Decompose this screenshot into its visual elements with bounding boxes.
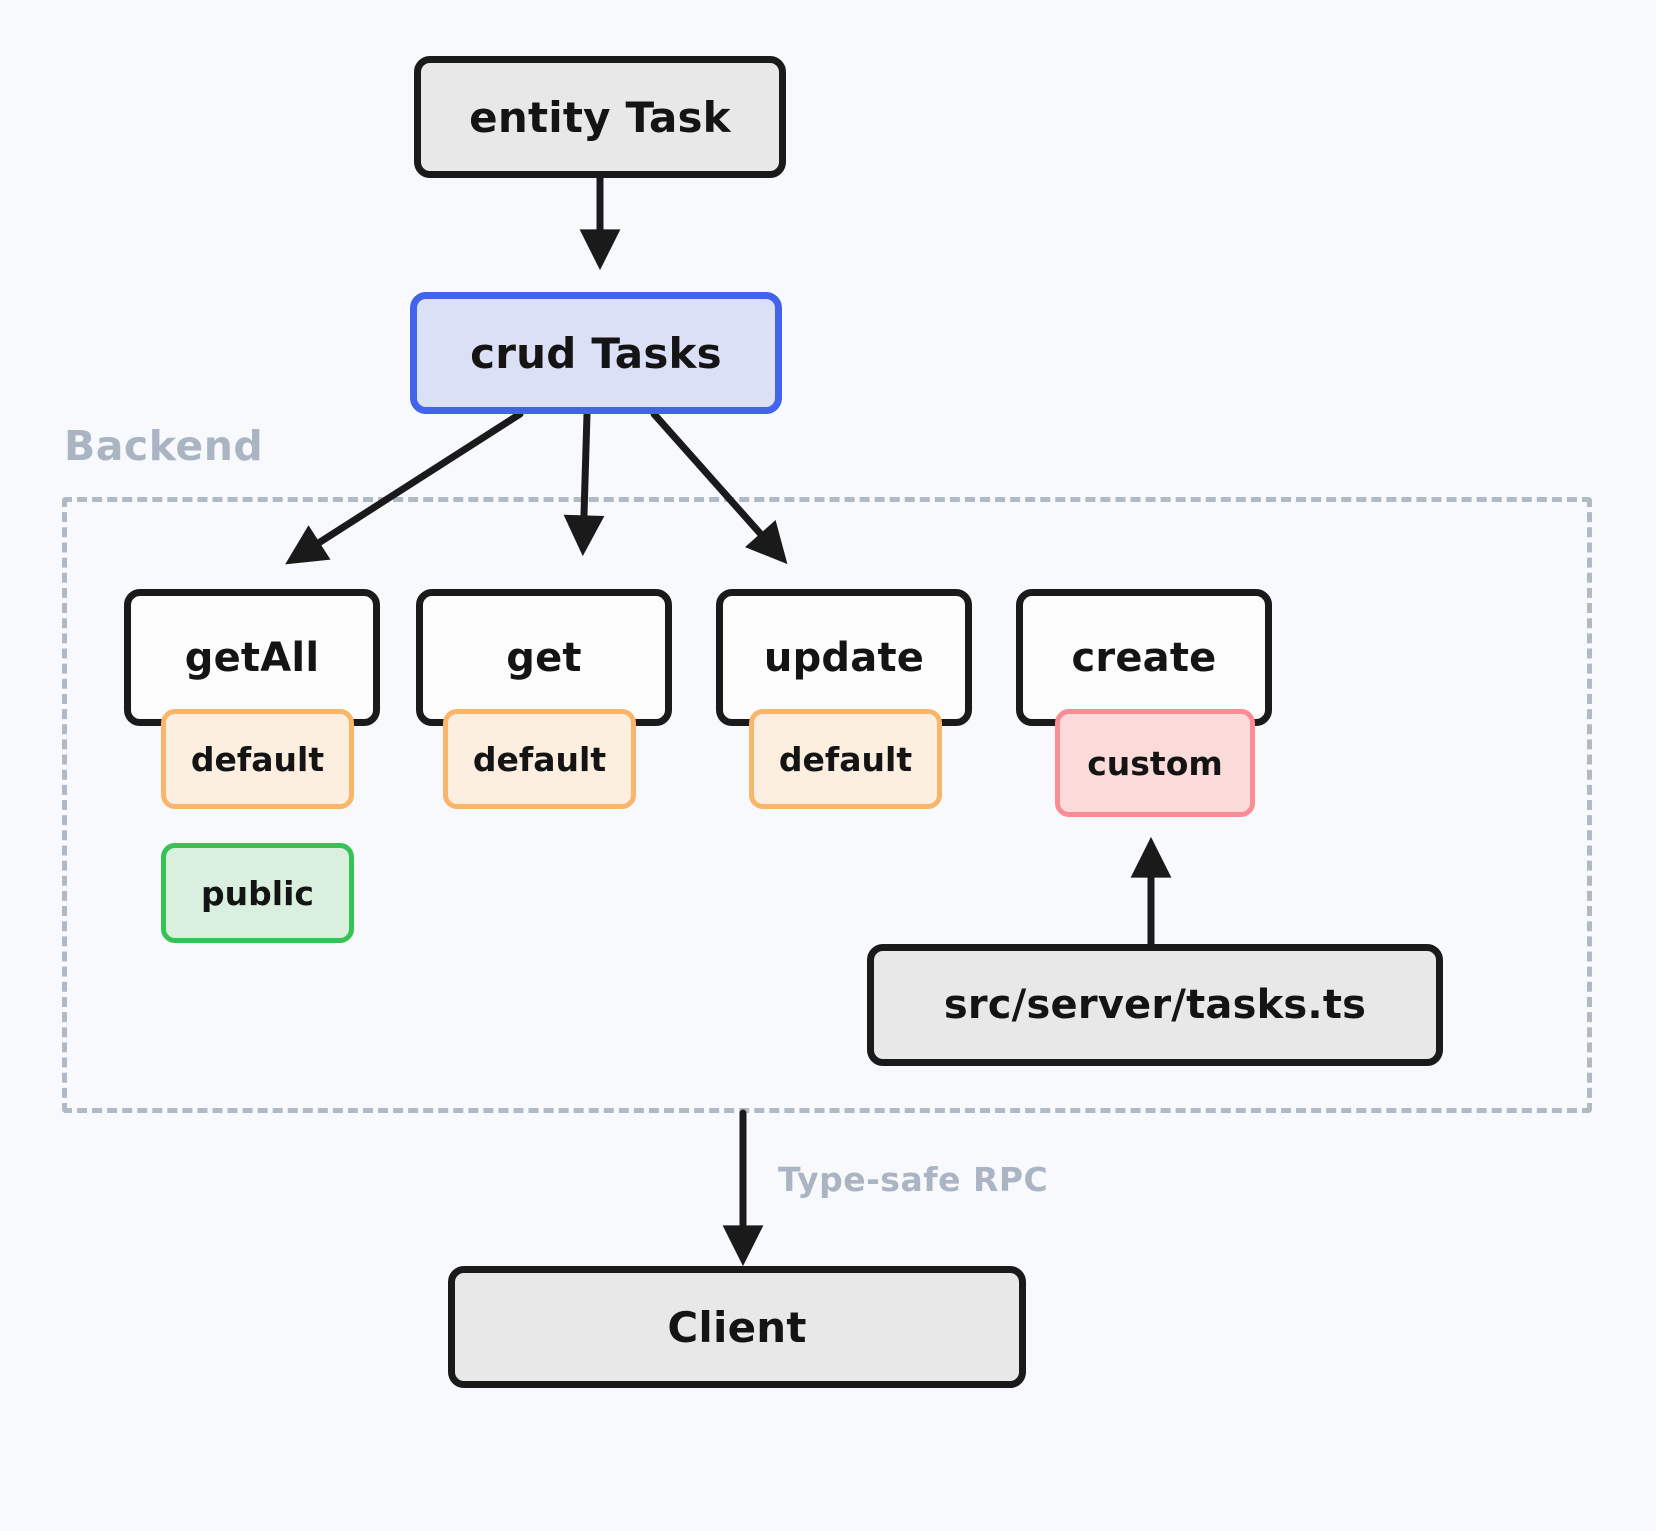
node-crud-tasks[interactable]: crud Tasks — [410, 292, 782, 414]
node-update[interactable]: update — [716, 589, 972, 726]
badge-get-default[interactable]: default — [443, 709, 636, 809]
node-entity-task[interactable]: entity Task — [414, 56, 786, 178]
backend-group-container — [62, 497, 1592, 1113]
node-getall[interactable]: getAll — [124, 589, 380, 726]
node-create[interactable]: create — [1016, 589, 1272, 726]
node-get[interactable]: get — [416, 589, 672, 726]
node-client[interactable]: Client — [448, 1266, 1026, 1388]
badge-create-custom[interactable]: custom — [1055, 709, 1255, 817]
node-source-file[interactable]: src/server/tasks.ts — [867, 944, 1443, 1066]
type-safe-rpc-edge-label: Type-safe RPC — [778, 1160, 1049, 1199]
backend-group-label: Backend — [64, 422, 264, 470]
badge-getall-default[interactable]: default — [161, 709, 354, 809]
badge-getall-public[interactable]: public — [161, 843, 354, 943]
badge-update-default[interactable]: default — [749, 709, 942, 809]
